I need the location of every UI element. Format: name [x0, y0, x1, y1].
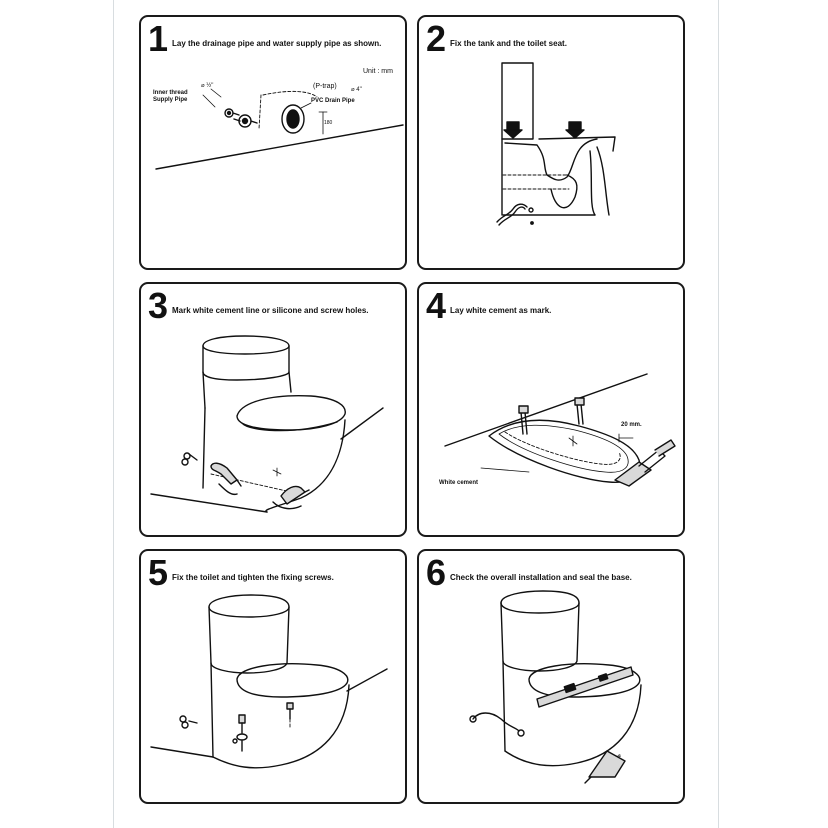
height-label: 180 — [324, 120, 333, 126]
drain-size-label: ⌀ 4" — [351, 87, 362, 93]
step-1-panel: 1 Lay the drainage pipe and water supply… — [139, 15, 407, 270]
supply-size-label: ⌀ ½" — [201, 83, 214, 89]
step-3-panel: 3 Mark white cement line or silicone and… — [139, 282, 407, 537]
cement-label: White cement — [439, 480, 479, 486]
tank-seat-illustration — [496, 62, 616, 226]
step-number: 6 — [426, 552, 447, 593]
step-number: 2 — [426, 18, 447, 59]
step-number: 4 — [426, 285, 447, 326]
step-4-panel: 4 Lay white cement as mark. 20 mm. White… — [417, 282, 685, 537]
supply-pipe-label-2: Supply Pipe — [153, 97, 188, 103]
step-title: Lay white cement as mark. — [450, 306, 552, 315]
marking-illustration — [150, 335, 384, 513]
final-check-illustration — [469, 590, 642, 784]
pipe-layout-illustration — [155, 88, 404, 170]
step-5-panel: 5 Fix the toilet and tighten the fixing … — [139, 549, 407, 804]
step-6-panel: 6 Check the overall installation and sea… — [417, 549, 685, 804]
step-number: 5 — [148, 552, 169, 593]
step-title: Lay the drainage pipe and water supply p… — [172, 39, 382, 48]
fixing-screws-illustration — [150, 594, 388, 769]
step-title: Fix the tank and the toilet seat. — [450, 39, 567, 48]
step-title: Fix the toilet and tighten the fixing sc… — [172, 573, 334, 582]
cement-laying-illustration — [444, 373, 676, 487]
step-title: Check the overall installation and seal … — [450, 573, 632, 582]
drain-pipe-label: PVC Drain Pipe — [311, 98, 355, 104]
step-number: 3 — [148, 285, 169, 326]
supply-pipe-label-1: Inner thread — [153, 90, 188, 96]
ptrap-label: (P-trap) — [313, 83, 337, 90]
step-number: 1 — [148, 18, 169, 59]
width-label: 20 mm. — [621, 422, 642, 428]
unit-label: Unit : mm — [363, 68, 393, 75]
step-2-panel: 2 Fix the tank and the toilet seat. — [417, 15, 685, 270]
step-title: Mark white cement line or silicone and s… — [172, 306, 369, 315]
